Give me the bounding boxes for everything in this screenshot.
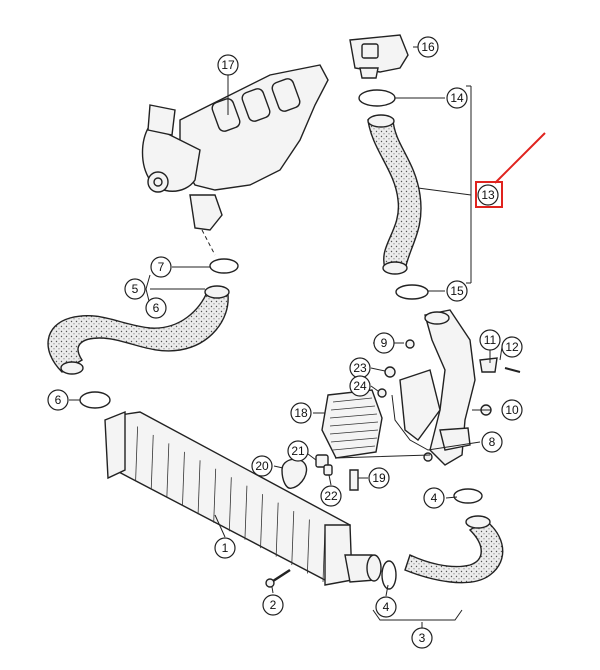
callout-17: 17	[217, 54, 239, 76]
pressure-sensor-module	[321, 389, 383, 459]
callout-16: 16	[417, 36, 439, 58]
callout-18: 18	[290, 402, 312, 424]
svg-text:8: 8	[489, 435, 496, 449]
svg-text:4: 4	[383, 600, 390, 614]
callout-23: 23	[349, 357, 371, 379]
svg-text:6: 6	[153, 301, 160, 315]
screw-19	[349, 469, 359, 491]
intercooler-fin	[306, 519, 310, 574]
svg-text:11: 11	[484, 333, 497, 347]
callout-21: 21	[287, 440, 309, 462]
svg-text:24: 24	[353, 379, 367, 393]
intercooler-fin	[244, 485, 248, 540]
callout-15: 15	[446, 280, 468, 302]
callout-12: 12	[501, 336, 523, 358]
callout-14: 14	[446, 87, 468, 109]
callout-13: 13	[477, 184, 499, 206]
highlight-box	[475, 181, 503, 208]
svg-text:9: 9	[381, 336, 388, 350]
callout-7: 7	[150, 256, 172, 278]
hose-clamp-left-top	[209, 258, 239, 274]
highlight-13	[475, 132, 546, 208]
svg-text:18: 18	[294, 406, 308, 420]
intercooler	[104, 410, 382, 586]
svg-text:21: 21	[291, 444, 305, 458]
svg-text:17: 17	[221, 58, 235, 72]
intercooler-fin	[260, 494, 263, 549]
callout-2: 2	[262, 594, 284, 616]
svg-text:20: 20	[255, 459, 269, 473]
callout-5: 5	[124, 278, 146, 300]
callout-19: 19	[368, 467, 390, 489]
turbo-manifold	[141, 64, 329, 256]
intercooler-fin	[135, 426, 139, 481]
callout-10: 10	[501, 399, 523, 421]
hose-clamp-bottom	[381, 560, 397, 590]
svg-text:5: 5	[132, 282, 139, 296]
intercooler-fin	[197, 460, 201, 515]
callout-8: 8	[481, 431, 503, 453]
callout-22: 22	[320, 485, 342, 507]
svg-text:4: 4	[431, 491, 438, 505]
svg-text:16: 16	[421, 40, 435, 54]
svg-text:19: 19	[372, 471, 386, 485]
bolt-9	[405, 339, 415, 349]
connector-21	[315, 454, 329, 468]
hose-clamp-top	[358, 89, 396, 107]
svg-text:1: 1	[222, 541, 229, 555]
svg-text:3: 3	[419, 631, 426, 645]
highlight-arrow	[494, 132, 546, 184]
hose-20	[281, 458, 308, 489]
svg-text:7: 7	[158, 260, 165, 274]
callout-4-right: 4	[423, 487, 445, 509]
svg-text:12: 12	[505, 340, 519, 354]
intercooler-fin	[275, 502, 279, 557]
hose-clamp-mid	[395, 284, 429, 300]
intercooler-fin	[150, 434, 154, 489]
nut-24	[377, 388, 387, 398]
hose-clamp-left	[79, 391, 111, 409]
charge-hose-upper	[367, 119, 422, 271]
callout-9: 9	[373, 332, 395, 354]
intercooler-fin	[291, 511, 295, 566]
callout-1: 1	[214, 537, 236, 559]
callout-11: 11	[479, 329, 501, 351]
svg-text:13: 13	[481, 188, 495, 202]
intercooler-fin	[228, 477, 232, 532]
charge-hose-left	[47, 289, 229, 373]
callout-3: 3	[411, 627, 433, 649]
svg-text:6: 6	[55, 393, 62, 407]
nut-23	[384, 366, 396, 378]
svg-text:10: 10	[505, 403, 519, 417]
hose-clamp-right	[453, 488, 483, 504]
svg-text:2: 2	[270, 598, 277, 612]
svg-text:15: 15	[450, 284, 464, 298]
svg-text:22: 22	[324, 489, 338, 503]
clip-22	[323, 464, 333, 476]
callout-20: 20	[251, 455, 273, 477]
intercooler-fin	[166, 443, 170, 498]
mounting-screw	[265, 568, 291, 588]
callout-6-left: 6	[47, 389, 69, 411]
svg-text:14: 14	[450, 91, 464, 105]
callout-4-bottom: 4	[375, 596, 397, 618]
callout-24: 24	[349, 375, 371, 397]
intercooler-fin	[213, 468, 217, 523]
callout-6-upper: 6	[145, 297, 167, 319]
boost-sensor-connector	[349, 34, 409, 79]
intercooler-fin	[182, 451, 185, 506]
charge-hose-lower	[404, 519, 504, 584]
svg-text:23: 23	[353, 361, 367, 375]
